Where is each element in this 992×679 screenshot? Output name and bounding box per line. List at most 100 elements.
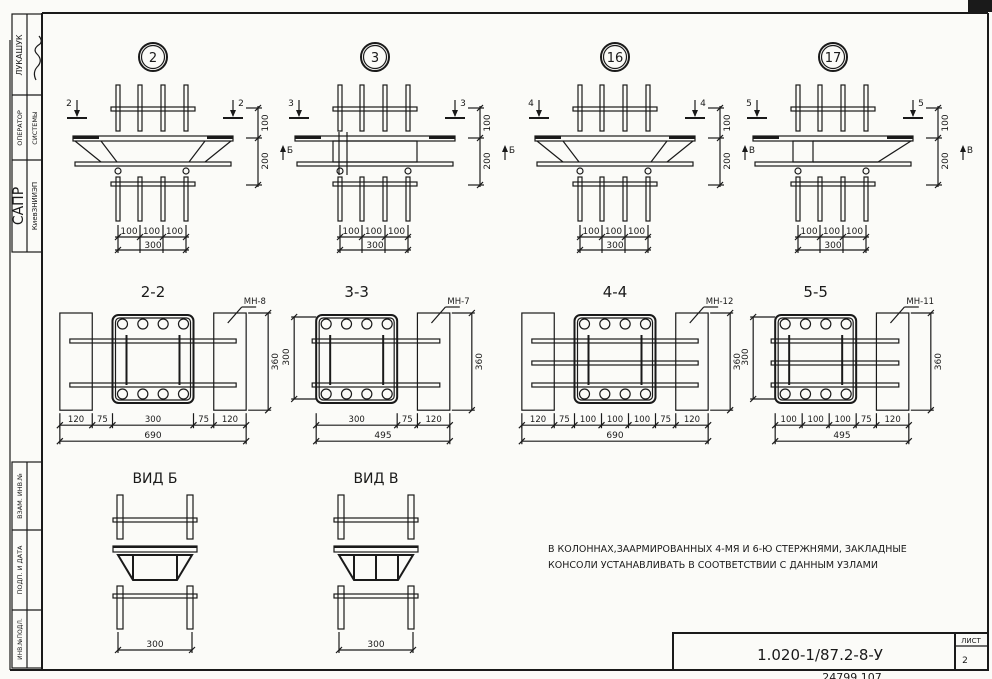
bar-end <box>644 167 652 175</box>
dim-tick <box>816 233 824 241</box>
dim-tick <box>446 437 454 445</box>
column-rebar <box>337 84 343 132</box>
arrow-head <box>280 145 286 152</box>
tie-bar <box>112 517 198 523</box>
section-title: 4-4 <box>603 283 628 301</box>
cut-label: 4 <box>528 99 534 109</box>
dim-value: 100 <box>483 114 493 131</box>
column-rebar <box>116 585 124 630</box>
column-rebar <box>622 176 628 222</box>
dim-value: 360 <box>271 353 281 370</box>
arrow-head <box>960 145 966 152</box>
sheet-number: 2 <box>962 656 968 666</box>
dim-total: 300 <box>144 241 161 251</box>
arrow-head <box>536 110 542 117</box>
rebar <box>820 388 832 400</box>
bar-end <box>114 167 122 175</box>
dim-tick <box>188 646 196 654</box>
dim-value: 100 <box>166 227 183 237</box>
dim-tick <box>56 437 64 445</box>
tie-bar <box>110 181 196 187</box>
column-rebar <box>337 176 343 222</box>
field-replacement-inv: ВЗАМ. ИНВ.№ <box>16 473 24 519</box>
dim-value: 75 <box>559 415 570 425</box>
dim-tick <box>381 233 389 241</box>
dim-tick <box>852 421 860 429</box>
dim-value: 100 <box>781 415 797 425</box>
weld-hatch <box>669 136 695 139</box>
archive-number: 24799 107 <box>822 671 882 679</box>
node-number: 17 <box>825 51 842 66</box>
section-cut-mark: 2 <box>66 99 87 119</box>
height-dim: 360 <box>910 309 944 414</box>
console-bowl <box>337 554 415 581</box>
dim-value: 200 <box>723 152 733 169</box>
dim-total: 495 <box>374 431 391 441</box>
arrow-head <box>742 145 748 152</box>
mark-leader: МН-12 <box>689 297 733 324</box>
anchor-bar <box>770 382 900 388</box>
dim-total: 690 <box>144 431 161 441</box>
dim-value: 100 <box>634 415 650 425</box>
side-dim: 300 <box>741 313 776 403</box>
dim-tick <box>798 421 806 429</box>
column-rebar <box>599 84 605 132</box>
tie-bar <box>333 517 419 523</box>
console-body <box>792 140 814 163</box>
dim-value: 100 <box>846 227 863 237</box>
dim-value: 75 <box>660 415 671 425</box>
tie-bar <box>112 593 198 599</box>
dim-value: 300 <box>146 640 163 650</box>
dim-value: 75 <box>861 415 872 425</box>
column-rebar <box>359 176 365 222</box>
cut-label: 2 <box>238 99 244 109</box>
column-rebar <box>407 494 415 540</box>
dim-tick <box>794 233 802 241</box>
dim-tick <box>114 646 122 654</box>
dim-value: 360 <box>733 353 743 370</box>
column-rebar <box>183 176 189 222</box>
line <box>430 306 446 324</box>
rebar <box>578 318 591 330</box>
dim-tick <box>598 233 606 241</box>
bar-end <box>794 167 802 175</box>
dim-value: 300 <box>282 348 292 365</box>
column-rebar <box>863 176 869 222</box>
height-dim: 360 <box>451 309 485 414</box>
node-marker-circle <box>360 42 390 72</box>
console-body <box>332 140 418 163</box>
node-marker-inner <box>820 44 846 70</box>
dim-tick <box>644 233 652 241</box>
tie-bar <box>110 106 196 112</box>
weld-hatch <box>334 546 418 548</box>
console-bottom-plate <box>74 161 232 167</box>
dim-value: 100 <box>823 227 840 237</box>
rebar <box>340 388 353 400</box>
dim-tick <box>873 421 880 429</box>
rebar <box>639 388 652 400</box>
dim-tick <box>335 646 343 654</box>
dim-tick <box>210 421 218 429</box>
rebar <box>820 318 832 330</box>
view-arrow: Б <box>280 145 293 160</box>
dim-total: 300 <box>366 241 383 251</box>
dim-tick <box>358 233 366 241</box>
column-rebar <box>115 84 121 132</box>
rebar <box>840 318 852 330</box>
node-number: 16 <box>607 51 624 66</box>
embedded-plate-block <box>213 312 247 411</box>
arrow-head <box>692 110 698 117</box>
arrow-head <box>74 110 80 117</box>
section-cut-mark: 5 <box>746 99 767 119</box>
weld-hatch <box>73 136 99 139</box>
dim-value: 100 <box>941 114 951 131</box>
dim-value: 100 <box>800 227 817 237</box>
rebar <box>381 318 393 330</box>
rebar <box>578 388 591 400</box>
embedded-plate-block <box>521 312 555 411</box>
